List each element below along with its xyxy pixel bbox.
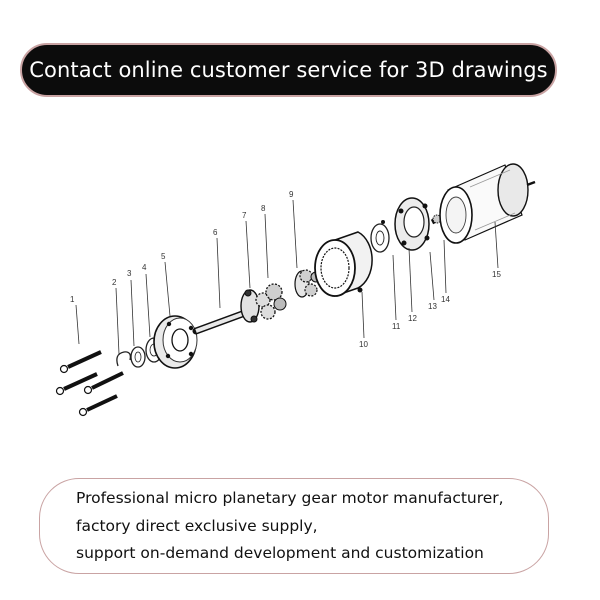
part-labels: 1 2 3 4 5 6 7 8 9 10 11 12 13 14 15 xyxy=(70,190,501,349)
banner-text: Contact online customer service for 3D d… xyxy=(29,58,548,82)
part-number: 4 xyxy=(142,263,147,272)
planet-gears-stage2 xyxy=(294,269,322,298)
part-number: 15 xyxy=(492,270,501,279)
part-number: 9 xyxy=(289,190,294,199)
output-shaft xyxy=(192,289,260,335)
part-number: 1 xyxy=(70,295,75,304)
info-line: support on-demand development and custom… xyxy=(76,544,484,562)
spacer-ring xyxy=(370,223,390,253)
info-box: Professional micro planetary gear motor … xyxy=(39,478,549,574)
part-number: 8 xyxy=(261,204,266,213)
part-number: 2 xyxy=(112,278,117,287)
motor-mount-plate xyxy=(394,197,430,251)
washer-3 xyxy=(130,346,146,368)
screw xyxy=(59,350,102,374)
screw xyxy=(55,372,98,396)
output-flange xyxy=(153,315,198,369)
dc-motor xyxy=(439,163,536,244)
planet-gears-stage1 xyxy=(255,283,287,320)
info-line: Professional micro planetary gear motor … xyxy=(76,489,504,507)
leader-lines xyxy=(75,199,499,355)
part-number: 12 xyxy=(408,314,417,323)
part-number: 14 xyxy=(441,295,450,304)
screw xyxy=(83,371,124,395)
part-number: 6 xyxy=(213,228,218,237)
part-number: 7 xyxy=(242,211,247,220)
top-banner: Contact online customer service for 3D d… xyxy=(20,43,557,97)
part-number: 5 xyxy=(161,252,166,261)
part-number: 13 xyxy=(428,302,437,311)
part-number: 3 xyxy=(127,269,132,278)
circlip xyxy=(116,351,132,367)
part-number: 10 xyxy=(359,340,368,349)
screws xyxy=(55,350,124,417)
info-line: factory direct exclusive supply, xyxy=(76,516,318,535)
part-number: 11 xyxy=(392,322,401,331)
ring-gear-housing xyxy=(314,231,373,298)
screw xyxy=(78,394,118,417)
